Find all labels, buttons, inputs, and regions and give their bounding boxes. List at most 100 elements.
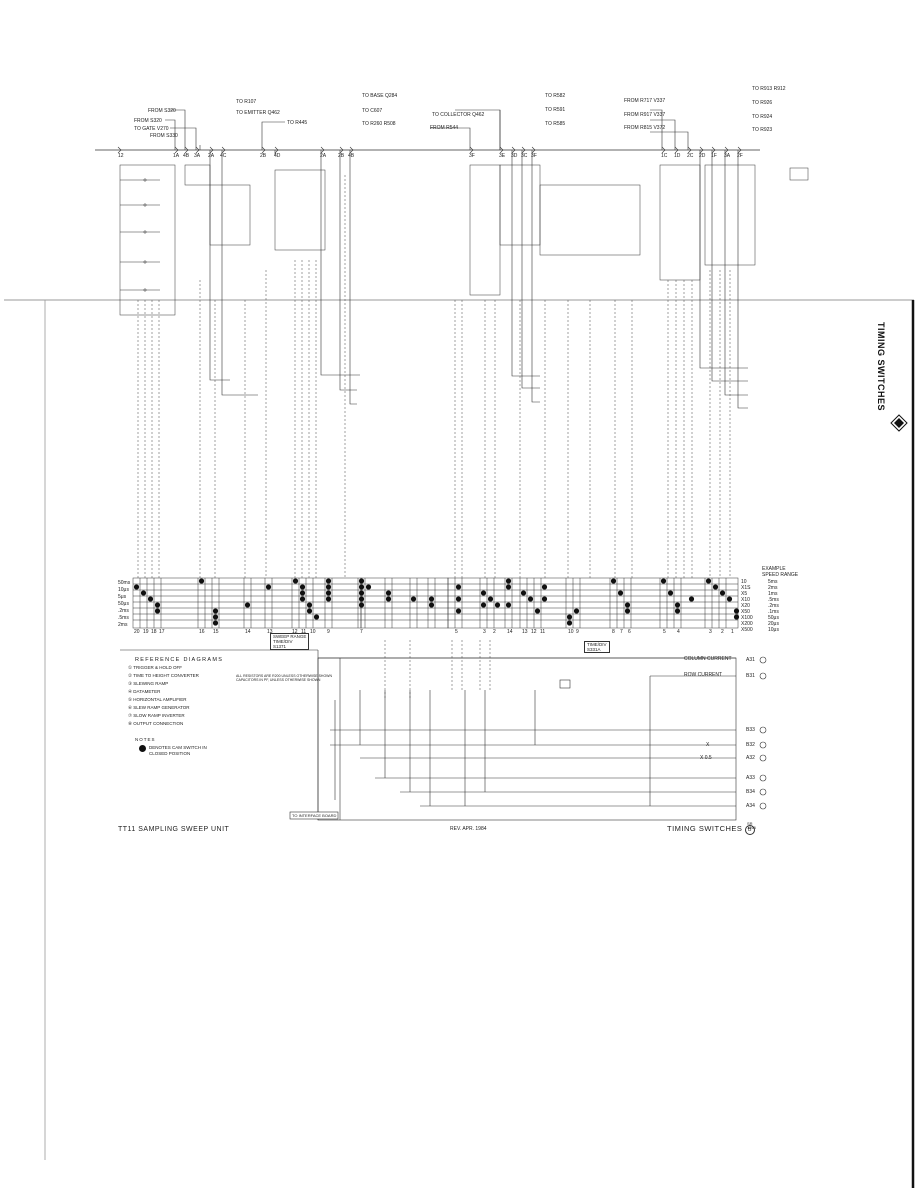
cam-number: 17 — [159, 629, 165, 635]
footer-unit-title: TT11 SAMPLING SWEEP UNIT — [118, 826, 230, 833]
top-label-17: FROM R815 V372 — [624, 125, 666, 131]
example-value: 5ms — [768, 579, 778, 585]
output-label: X — [706, 742, 710, 748]
cam-number: 2 — [493, 629, 496, 635]
footer-diagram-title: TIMING SWITCHES B — [667, 824, 756, 835]
top-label-16: FROM R917 V337 — [624, 112, 666, 118]
example-value: 20μs — [768, 621, 779, 627]
cam-row-label: 5μs — [118, 594, 127, 600]
top-label-2: TO GATE V270 — [134, 126, 169, 132]
output-label: X 0.5 — [700, 755, 712, 761]
cam-number: 12 — [292, 629, 298, 635]
output-ref: B31 — [746, 673, 755, 679]
example-value: 10μs — [768, 627, 779, 633]
output-label: ROW CURRENT — [684, 672, 723, 678]
pin-label: 2A — [208, 153, 215, 159]
top-label-21: TO R923 — [752, 127, 773, 133]
reference-item: ⑦ SLOW RAMP INVERTER — [128, 713, 185, 718]
cam-right-label: X50 — [741, 609, 750, 615]
cam-right-label: X500 — [741, 627, 753, 633]
cam-number: 14 — [507, 629, 513, 635]
example-value: .1ms — [768, 609, 779, 615]
notes-text: DENOTES CAM SWITCH IN CLOSED POSITION — [149, 745, 207, 756]
output-ref: A33 — [746, 775, 755, 781]
pin-label: 12 — [118, 153, 124, 159]
example-title: EXAMPLE SPEED RANGE — [762, 566, 799, 578]
top-label-12: TO R582 — [545, 93, 566, 99]
pin-label: 1F — [711, 153, 717, 159]
top-label-1: FROM S320 — [134, 118, 162, 124]
cam-row-label: 50μs — [118, 601, 129, 607]
top-label-9: TO R260 R508 — [362, 121, 396, 127]
reference-item: ④ DATAMETER — [128, 689, 161, 694]
diagram-number-circle: B — [745, 825, 756, 835]
top-label-13: TO R591 — [545, 107, 566, 113]
pin-label: 3A — [194, 153, 201, 159]
cam-number: 16 — [199, 629, 205, 635]
sweep-range-label: SWEEP RANGE TIME/DIV S1371 — [270, 633, 310, 650]
top-label-14: TO R585 — [545, 121, 566, 127]
reference-item: ⑥ SLEW RAMP GENERATOR — [128, 705, 190, 710]
output-ref: A31 — [746, 657, 755, 663]
cam-number: 1 — [731, 629, 734, 635]
output-ref: B34 — [746, 789, 755, 795]
output-label: COLUMN CURRENT — [684, 656, 732, 662]
pin-label: 3F — [531, 153, 537, 159]
cam-row-label: 50ms — [118, 580, 131, 586]
cam-row-label: .5ms — [118, 615, 129, 621]
reference-item: ③ SLEWING RAMP — [128, 681, 169, 686]
cam-number: 18 — [151, 629, 157, 635]
cam-number: 20 — [134, 629, 140, 635]
cam-number: 7 — [620, 629, 623, 635]
top-label-4: TO R107 — [236, 99, 257, 105]
cam-number: 3 — [483, 629, 486, 635]
pin-label: 1A — [173, 153, 180, 159]
cam-right-label: X1S — [741, 585, 751, 591]
pin-label: 1D — [674, 153, 681, 159]
pin-label: 2D — [699, 153, 706, 159]
cam-number: 11 — [540, 629, 546, 635]
cam-number: 7 — [360, 629, 363, 635]
cam-right-label: 10 — [741, 579, 747, 585]
top-label-20: TO R924 — [752, 114, 773, 120]
cam-row-label: .2ms — [118, 608, 129, 614]
cam-right-label: X100 — [741, 615, 753, 621]
example-value: 50μs — [768, 615, 779, 621]
cam-number: 12 — [531, 629, 537, 635]
center-note: ALL RESISTORS ARE R200 UNLESS OTHERWISE … — [236, 674, 333, 682]
top-label-3: FROM S330 — [150, 133, 178, 139]
pin-label: 2B — [260, 153, 267, 159]
notes-title: NOTES — [135, 737, 156, 742]
cam-number: 9 — [576, 629, 579, 635]
pin-label: 3A — [724, 153, 731, 159]
pin-label: 3D — [511, 153, 518, 159]
pin-label: 2A — [320, 153, 327, 159]
cam-number: 9 — [327, 629, 330, 635]
cam-number: 14 — [245, 629, 251, 635]
closed-cam-dot-icon — [139, 745, 146, 752]
example-value: .2ms — [768, 603, 779, 609]
cam-number: 19 — [143, 629, 149, 635]
example-value: 2ms — [768, 585, 778, 591]
top-label-7: TO BASE Q284 — [362, 93, 398, 99]
top-label-18: TO R913 R912 — [752, 86, 786, 92]
output-ref: A34 — [746, 803, 755, 809]
cam-number: 2 — [721, 629, 724, 635]
reference-item: ⑧ OUTPUT CONNECTION — [128, 721, 184, 726]
top-label-10: TO COLLECTOR Q462 — [432, 112, 485, 118]
cam-right-label: X200 — [741, 621, 753, 627]
cam-number: 3 — [709, 629, 712, 635]
pin-label: 4C — [220, 153, 227, 159]
pin-label: 3F — [469, 153, 475, 159]
cam-number: 15 — [213, 629, 219, 635]
cam-row-label: 2ms — [118, 622, 128, 628]
output-ref: B33 — [746, 727, 755, 733]
example-value: .5ms — [768, 597, 779, 603]
reference-item: ② TIME TO HEIGHT CONVERTER — [128, 673, 199, 678]
cam-number: 13 — [267, 629, 273, 635]
pin-label: 1C — [661, 153, 668, 159]
output-ref: B32 — [746, 742, 755, 748]
cam-right-label: X5 — [741, 591, 748, 597]
